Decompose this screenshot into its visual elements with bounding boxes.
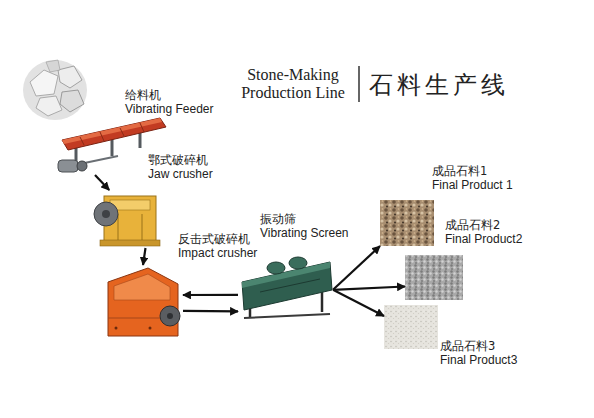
title-divider xyxy=(358,66,360,102)
flow-arrow xyxy=(333,246,380,290)
final-product: 成品石料1Final Product 1 xyxy=(380,200,434,246)
flow-arrow xyxy=(333,287,405,290)
english-caption: Vibrating Screen xyxy=(260,226,349,240)
chinese-caption: 给料机 xyxy=(125,88,161,102)
flow-arrow xyxy=(183,310,238,313)
english-caption: Final Product2 xyxy=(445,232,522,246)
english-caption: Final Product3 xyxy=(440,353,517,367)
chinese-caption: 成品石料2 xyxy=(445,218,500,232)
flow-arrow xyxy=(95,175,109,190)
impact-crusher-picture xyxy=(108,268,180,336)
flow-arrow xyxy=(143,248,146,265)
final-product: 成品石料2Final Product2 xyxy=(405,255,463,300)
chinese-caption: 成品石料1 xyxy=(432,164,487,178)
gravel-product-picture xyxy=(380,200,434,246)
impact-crusher: 反击式破碎机Impact crusher xyxy=(103,265,183,340)
chinese-caption: 鄂式破碎机 xyxy=(148,153,208,167)
chinese-title: 石料生产线 xyxy=(369,70,509,100)
jaw-crusher: 鄂式破碎机Jaw crusher xyxy=(96,190,162,248)
english-caption: Final Product 1 xyxy=(432,178,513,192)
flow-arrow xyxy=(333,290,384,316)
final-product: 成品石料3Final Product3 xyxy=(384,305,438,349)
chinese-caption: 振动筛 xyxy=(260,212,296,226)
vibrating-screen-picture xyxy=(242,257,332,318)
english-caption: Vibrating Feeder xyxy=(125,102,214,116)
diagram-title: Stone-Making Production Line xyxy=(232,66,354,102)
english-caption: Impact crusher xyxy=(178,246,257,260)
chinese-caption: 成品石料3 xyxy=(440,339,495,353)
raw-stone-picture xyxy=(23,60,87,120)
flow-arrow xyxy=(183,294,238,296)
vibrating-screen: 振动筛Vibrating Screen xyxy=(238,248,333,320)
chip-product-picture xyxy=(405,255,463,300)
english-caption: Jaw crusher xyxy=(148,167,213,181)
jaw-crusher-picture xyxy=(94,196,160,246)
chinese-caption: 反击式破碎机 xyxy=(178,232,250,246)
sand-product-picture xyxy=(384,305,438,349)
